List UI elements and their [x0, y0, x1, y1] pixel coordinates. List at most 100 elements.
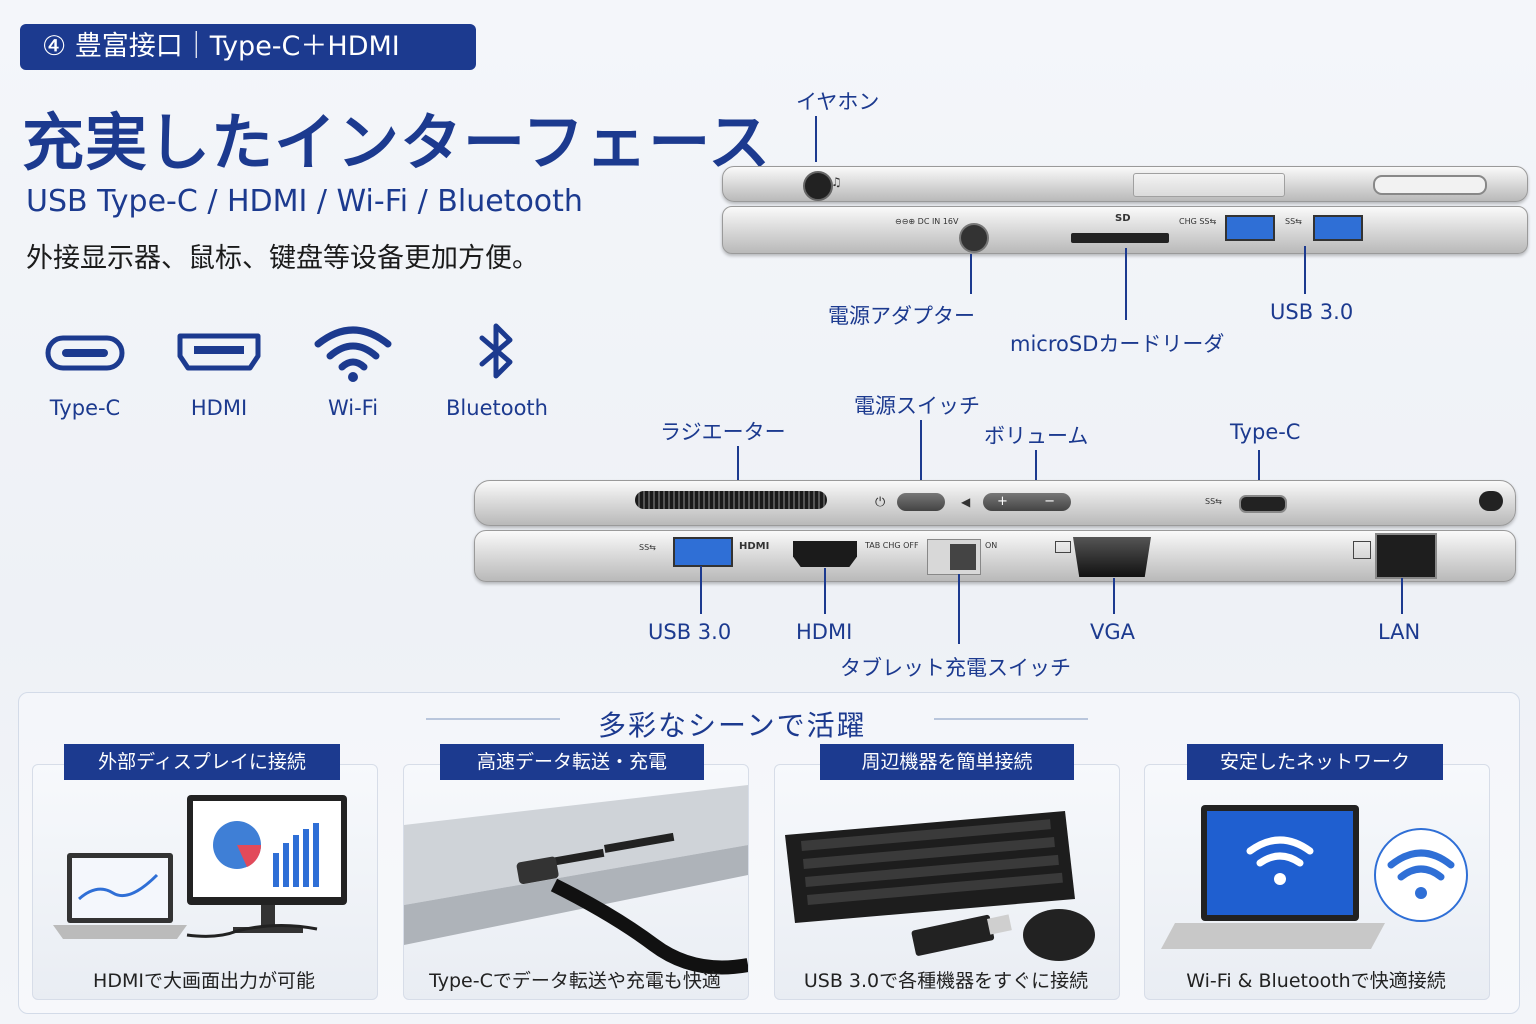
- title-rule: [934, 718, 1088, 720]
- leader-line: [824, 568, 826, 614]
- earphone-jack: [803, 171, 833, 201]
- scene-card-transfer: [403, 764, 749, 1000]
- leader-line: [700, 566, 702, 614]
- volume-rocker[interactable]: + −: [983, 493, 1071, 511]
- keyboard-keys: [801, 819, 1063, 905]
- label-usb30-side: USB 3.0: [648, 620, 732, 644]
- label-radiator: ラジエーター: [660, 420, 786, 444]
- feature-hdmi: [174, 322, 264, 386]
- ss-marking: SS⇆: [1205, 497, 1222, 506]
- leader-line: [815, 116, 817, 162]
- scene-card-display: [32, 764, 378, 1000]
- label-typec-side: Type-C: [1230, 420, 1301, 444]
- microsd-slot: [1071, 233, 1169, 243]
- transfer-scene-illustration: [404, 785, 748, 975]
- scene-card-peripherals: [774, 764, 1120, 1000]
- feature-label: Wi-Fi: [327, 396, 379, 420]
- volume-minus-icon: −: [1044, 494, 1055, 509]
- dcin-marking: ⊖⊖⊕ DC IN 16V: [895, 217, 959, 226]
- wifi-icon: [314, 326, 392, 382]
- lock-slot: [1479, 491, 1503, 511]
- usb3-port-side: [673, 537, 733, 567]
- feature-label: HDMI: [190, 396, 248, 420]
- scene-caption: Type-Cでデータ転送や充電も快適: [429, 970, 721, 992]
- device-bottom-slab: ⊖⊖⊕ DC IN 16V SD CHG SS⇆ SS⇆: [722, 206, 1528, 254]
- label-tablet-switch: タブレット充電スイッチ: [840, 656, 1071, 680]
- monitor-icon: [1055, 541, 1071, 553]
- headphone-icon: ♫: [831, 175, 842, 189]
- feature-label: Type-C: [49, 396, 121, 420]
- label-hdmi-side: HDMI: [796, 620, 853, 644]
- scene-tag: 周辺機器を簡単接続: [820, 744, 1074, 780]
- label-vga: VGA: [1090, 620, 1136, 644]
- scene-caption: HDMIで大画面出力が可能: [93, 970, 315, 992]
- tablet-charge-switch[interactable]: [927, 539, 981, 575]
- leader-line: [1304, 246, 1306, 294]
- device-side-top-slab: ⏻ ◀ + − SS⇆: [474, 480, 1516, 526]
- usb3-port: [1313, 215, 1363, 241]
- leader-line: [970, 254, 972, 294]
- label-power-adapter: 電源アダプター: [828, 304, 975, 328]
- leader-line: [1035, 450, 1037, 488]
- power-switch[interactable]: [897, 493, 945, 511]
- leader-line: [958, 574, 960, 644]
- display-scene-illustration: [53, 795, 347, 939]
- section-badge: ④ 豊富接口｜Type-C＋HDMI: [20, 24, 476, 70]
- leader-line: [1125, 248, 1127, 320]
- leader-line: [1401, 578, 1403, 614]
- leader-line: [1113, 578, 1115, 614]
- leader-line: [920, 420, 922, 486]
- leader-line: [737, 446, 739, 486]
- wifi-icon: [1246, 836, 1314, 867]
- label-lan: LAN: [1378, 620, 1421, 644]
- power-icon: ⏻: [875, 495, 886, 510]
- fingerprint-slot: [1373, 175, 1487, 195]
- usb3-port: [1225, 215, 1275, 241]
- dc-in-port: [959, 223, 989, 253]
- label-power-switch: 電源スイッチ: [854, 394, 980, 418]
- label-microsd: microSDカードリーダ: [1010, 332, 1225, 356]
- scenes-title: 多彩なシーンで活躍: [598, 709, 867, 742]
- label-volume: ボリューム: [984, 424, 1089, 448]
- headline: 充実したインターフェース: [22, 106, 772, 179]
- volume-plus-icon: +: [997, 494, 1008, 509]
- bluetooth-icon: [479, 323, 513, 379]
- scene-tag: 安定したネットワーク: [1187, 744, 1443, 780]
- speaker-icon: ◀: [961, 495, 971, 509]
- lan-port: [1375, 533, 1437, 579]
- chg-marking: CHG SS⇆: [1179, 217, 1217, 226]
- label-usb30-top: USB 3.0: [1270, 300, 1354, 324]
- hdmi-port: [793, 541, 857, 567]
- switch-knob: [950, 544, 976, 570]
- feature-label: Bluetooth: [446, 396, 548, 420]
- scene-tag: 外部ディスプレイに接続: [64, 744, 340, 780]
- vga-port: [1073, 537, 1151, 577]
- panel-recess: [1133, 173, 1285, 197]
- scene-caption: USB 3.0で各種機器をすぐに接続: [803, 970, 1089, 992]
- scene-caption: Wi-Fi & Bluetoothで快適接続: [1186, 970, 1446, 992]
- device-side-bottom-slab: SS⇆ HDMI TAB CHG OFF ON: [474, 530, 1516, 582]
- label-earphone: イヤホン: [796, 90, 880, 114]
- leader-line: [1258, 450, 1260, 488]
- feature-typec: [40, 322, 130, 386]
- device-top-slab: ♫: [722, 166, 1528, 202]
- usb-c-port-icon: [45, 335, 125, 371]
- hdmi-port-icon: [177, 333, 261, 371]
- typec-port: [1239, 495, 1287, 513]
- network-icon: [1353, 541, 1371, 559]
- subtitle-zh: 外接显示器、鼠标、键盘等设备更加方便。: [26, 243, 539, 274]
- peripherals-scene-illustration: [785, 811, 1095, 961]
- scene-card-network: [1144, 764, 1490, 1000]
- scene-tag: 高速データ転送・充電: [440, 744, 704, 780]
- title-rule: [426, 718, 560, 720]
- tab-chg-off-marking: TAB CHG OFF: [865, 541, 919, 550]
- ss-marking: SS⇆: [639, 543, 656, 552]
- subtitle-en: USB Type-C / HDMI / Wi-Fi / Bluetooth: [26, 184, 583, 219]
- feature-bluetooth: [452, 322, 542, 386]
- radiator-vent: [635, 491, 827, 509]
- wifi-badge-icon: [1387, 849, 1455, 881]
- ss-marking: SS⇆: [1285, 217, 1302, 226]
- on-marking: ON: [985, 541, 998, 550]
- sd-marking: SD: [1115, 213, 1131, 224]
- network-scene-illustration: [1161, 805, 1468, 949]
